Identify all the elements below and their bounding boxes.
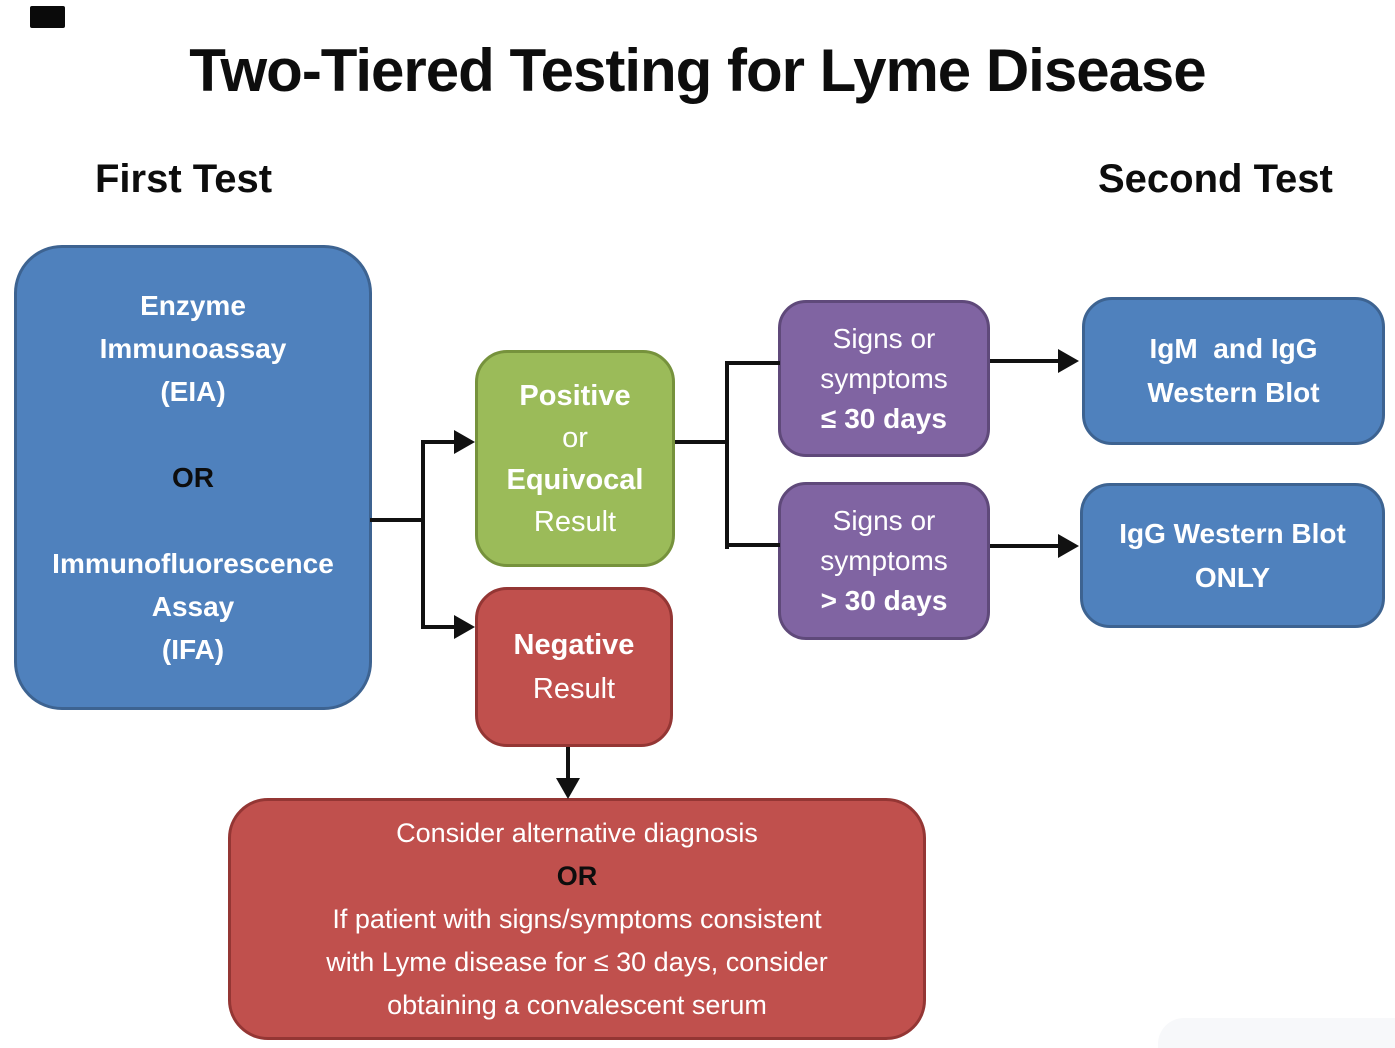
- positive-line: Positive: [519, 379, 631, 412]
- symptoms-late-line: Signs or: [832, 505, 936, 536]
- positive-line: or: [562, 421, 588, 454]
- arrowhead-to-negative-icon: [454, 615, 475, 639]
- connector-to-symptoms-early: [725, 361, 780, 365]
- igg-only-line: IgG Western Blot: [1119, 517, 1346, 549]
- connector-right-branch-vertical: [725, 363, 729, 549]
- connector-to-negative: [421, 625, 456, 629]
- alt-diagnosis-line: with Lyme disease for ≤ 30 days, conside…: [326, 946, 828, 977]
- connector-to-positive: [421, 440, 456, 444]
- symptoms-early-line: symptoms: [820, 362, 948, 394]
- igm-igg-blot-box: IgM and IgG Western Blot: [1082, 297, 1385, 445]
- positive-line: Equivocal: [506, 463, 644, 496]
- connector-positive-stem: [675, 440, 729, 444]
- first-test-line: Immunoassay: [99, 333, 287, 364]
- igg-only-line: ONLY: [1194, 561, 1271, 593]
- negative-line: Negative: [513, 629, 635, 661]
- stray-black-mark: [30, 6, 65, 28]
- connector-to-symptoms-late: [725, 543, 780, 547]
- symptoms-late-line: symptoms: [820, 545, 948, 576]
- positive-equivocal-box: Positive or Equivocal Result: [475, 350, 675, 567]
- alt-diagnosis-line: If patient with signs/symptoms consisten…: [332, 903, 822, 934]
- connector-firsttest-stem: [370, 518, 425, 522]
- corner-ghost-shape: [1158, 1018, 1395, 1048]
- first-test-line: Assay: [151, 591, 235, 622]
- alt-diagnosis-or-label: OR: [556, 860, 598, 891]
- positive-line: Result: [533, 505, 617, 538]
- arrowhead-negative-down-icon: [556, 778, 580, 799]
- symptoms-late-box: Signs or symptoms > 30 days: [778, 482, 990, 640]
- symptoms-early-box: Signs or symptoms ≤ 30 days: [778, 300, 990, 457]
- symptoms-late-line: > 30 days: [820, 585, 948, 616]
- first-test-line: (EIA): [160, 376, 226, 407]
- symptoms-early-line: Signs or: [832, 322, 936, 354]
- alternative-diagnosis-box: Consider alternative diagnosis OR If pat…: [228, 798, 926, 1040]
- arrowhead-to-positive-icon: [454, 430, 475, 454]
- first-test-header: First Test: [95, 157, 273, 201]
- connector-late-to-igg: [990, 544, 1060, 548]
- first-test-line: Immunofluorescence: [52, 548, 334, 579]
- first-test-line: Enzyme: [140, 290, 246, 321]
- arrowhead-early-to-igm-icon: [1058, 349, 1079, 373]
- first-test-box: Enzyme Immunoassay (EIA) OR Immunofluore…: [14, 245, 372, 710]
- first-test-or-label: OR: [172, 462, 214, 493]
- igm-igg-line: Western Blot: [1147, 377, 1320, 408]
- connector-left-branch-vertical: [421, 440, 425, 629]
- alt-diagnosis-line: obtaining a convalescent serum: [387, 989, 767, 1020]
- igg-blot-only-box: IgG Western Blot ONLY: [1080, 483, 1385, 628]
- second-test-header: Second Test: [1098, 157, 1333, 201]
- connector-early-to-igm: [990, 359, 1060, 363]
- connector-negative-down: [566, 747, 570, 782]
- arrowhead-late-to-igg-icon: [1058, 534, 1079, 558]
- igm-igg-line: IgM and IgG: [1149, 333, 1318, 364]
- negative-result-box: Negative Result: [475, 587, 673, 747]
- symptoms-early-line: ≤ 30 days: [821, 402, 947, 434]
- negative-line: Result: [532, 673, 616, 705]
- page-title: Two-Tiered Testing for Lyme Disease: [189, 37, 1206, 104]
- first-test-line: (IFA): [161, 634, 225, 665]
- alt-diagnosis-line: Consider alternative diagnosis: [396, 817, 758, 848]
